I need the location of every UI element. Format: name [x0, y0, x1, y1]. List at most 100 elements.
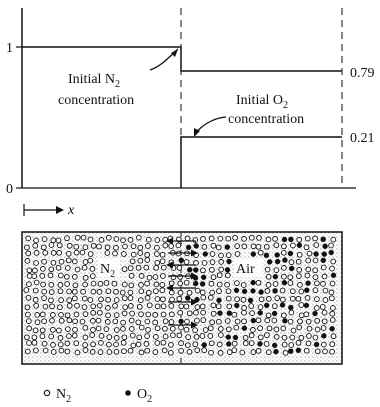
n2-molecule: [40, 281, 46, 288]
n2-molecule: [257, 325, 263, 332]
value-label-021: 0.21: [350, 131, 375, 146]
o2-molecule: [282, 318, 288, 324]
n2-molecule: [25, 250, 32, 257]
n2-molecule: [89, 273, 96, 279]
n2-molecule: [82, 347, 89, 353]
n2-molecule: [82, 259, 89, 265]
n2-molecule: [178, 324, 184, 331]
n2-molecule: [265, 236, 272, 243]
n2-molecule: [25, 235, 32, 242]
n2-molecule: [64, 348, 71, 355]
o2-molecule: [281, 236, 288, 243]
n2-molecule: [41, 288, 48, 295]
n2-molecule: [313, 305, 320, 311]
n2-molecule: [89, 266, 96, 272]
n2-molecule: [329, 265, 335, 272]
n2-molecule: [194, 304, 201, 310]
n2-molecule: [297, 282, 303, 288]
o2-molecule: [288, 236, 294, 243]
n2-molecule: [34, 312, 41, 318]
n2-molecule: [145, 311, 152, 318]
legend: N2 O2: [43, 387, 152, 405]
n2-molecule: [154, 251, 160, 257]
n2-molecule: [209, 259, 216, 265]
n2-molecule: [271, 303, 278, 309]
n2-molecule: [287, 274, 294, 281]
o2-molecule: [226, 258, 232, 265]
n2-molecule: [128, 272, 135, 279]
o2-molecule: [321, 251, 327, 257]
n2-molecule: [183, 303, 190, 310]
n2-molecule: [320, 264, 327, 271]
n2-molecule: [160, 296, 166, 303]
o2-molecule: [186, 267, 193, 273]
n2-molecule: [169, 325, 176, 332]
n2-molecule: [314, 296, 320, 302]
n2-molecule: [128, 282, 135, 289]
n2-molecule: [81, 264, 88, 271]
n2-molecule: [200, 294, 207, 301]
o2-molecule: [241, 288, 248, 295]
n2-molecule: [200, 309, 206, 316]
n2-molecule: [105, 234, 112, 241]
n2-molecule: [122, 304, 129, 311]
n2-molecule: [280, 249, 287, 256]
n2-molecule: [218, 252, 224, 259]
n2-molecule: [152, 319, 159, 326]
n2-molecule: [248, 332, 255, 339]
n2-molecule: [111, 280, 118, 287]
n2-molecule: [48, 289, 55, 295]
o2-molecule: [304, 287, 310, 293]
n2-molecule: [249, 310, 255, 316]
n2-molecule: [65, 257, 72, 264]
o2-molecule: [226, 310, 233, 316]
n2-molecule: [58, 297, 64, 303]
n2-molecule: [217, 235, 224, 242]
n2-molecule: [210, 302, 217, 309]
n2-molecule: [154, 340, 161, 346]
n2-molecule: [138, 324, 145, 331]
n2-molecule: [330, 236, 337, 243]
n2-molecule: [24, 244, 30, 251]
n2-molecule: [217, 350, 224, 356]
n2-molecule: [306, 325, 313, 332]
n2-molecule: [231, 311, 238, 318]
n2-molecule: [135, 341, 142, 348]
molecule-field: [23, 234, 337, 356]
n2-molecule: [32, 267, 38, 274]
n2-molecule: [34, 319, 41, 326]
n2-molecule: [122, 243, 128, 250]
n2-molecule: [97, 349, 104, 355]
n2-molecule: [160, 303, 167, 310]
n2-molecule: [209, 251, 216, 257]
n2-molecule: [103, 326, 110, 332]
n2-molecule: [183, 279, 190, 286]
o2-molecule: [250, 288, 256, 294]
n2-molecule: [295, 258, 302, 265]
n2-molecule: [207, 333, 214, 339]
n2-molecule: [281, 243, 287, 250]
n2-molecule: [216, 281, 223, 288]
n2-molecule: [31, 273, 38, 280]
n2-molecule: [135, 234, 142, 241]
n2-molecule: [49, 317, 55, 324]
n2-molecule: [263, 243, 270, 250]
n2-molecule: [314, 280, 320, 287]
n2-molecule: [209, 266, 215, 273]
n2-molecule: [26, 273, 33, 279]
n2-molecule: [265, 282, 272, 288]
n2-molecule: [295, 339, 302, 346]
n2-molecule: [24, 258, 31, 264]
n2-molecule: [321, 318, 328, 325]
n2-molecule: [42, 249, 49, 256]
o2-molecule: [320, 257, 326, 264]
n2-molecule: [113, 288, 119, 295]
n2-molecule: [184, 235, 191, 242]
n2-molecule: [330, 258, 337, 265]
n2-molecule: [159, 251, 166, 258]
n2-molecule: [50, 237, 57, 244]
o2-arrowhead: [194, 128, 200, 137]
n2-molecule: [184, 342, 191, 349]
o2-molecule: [257, 310, 263, 316]
n2-molecule: [273, 242, 280, 249]
